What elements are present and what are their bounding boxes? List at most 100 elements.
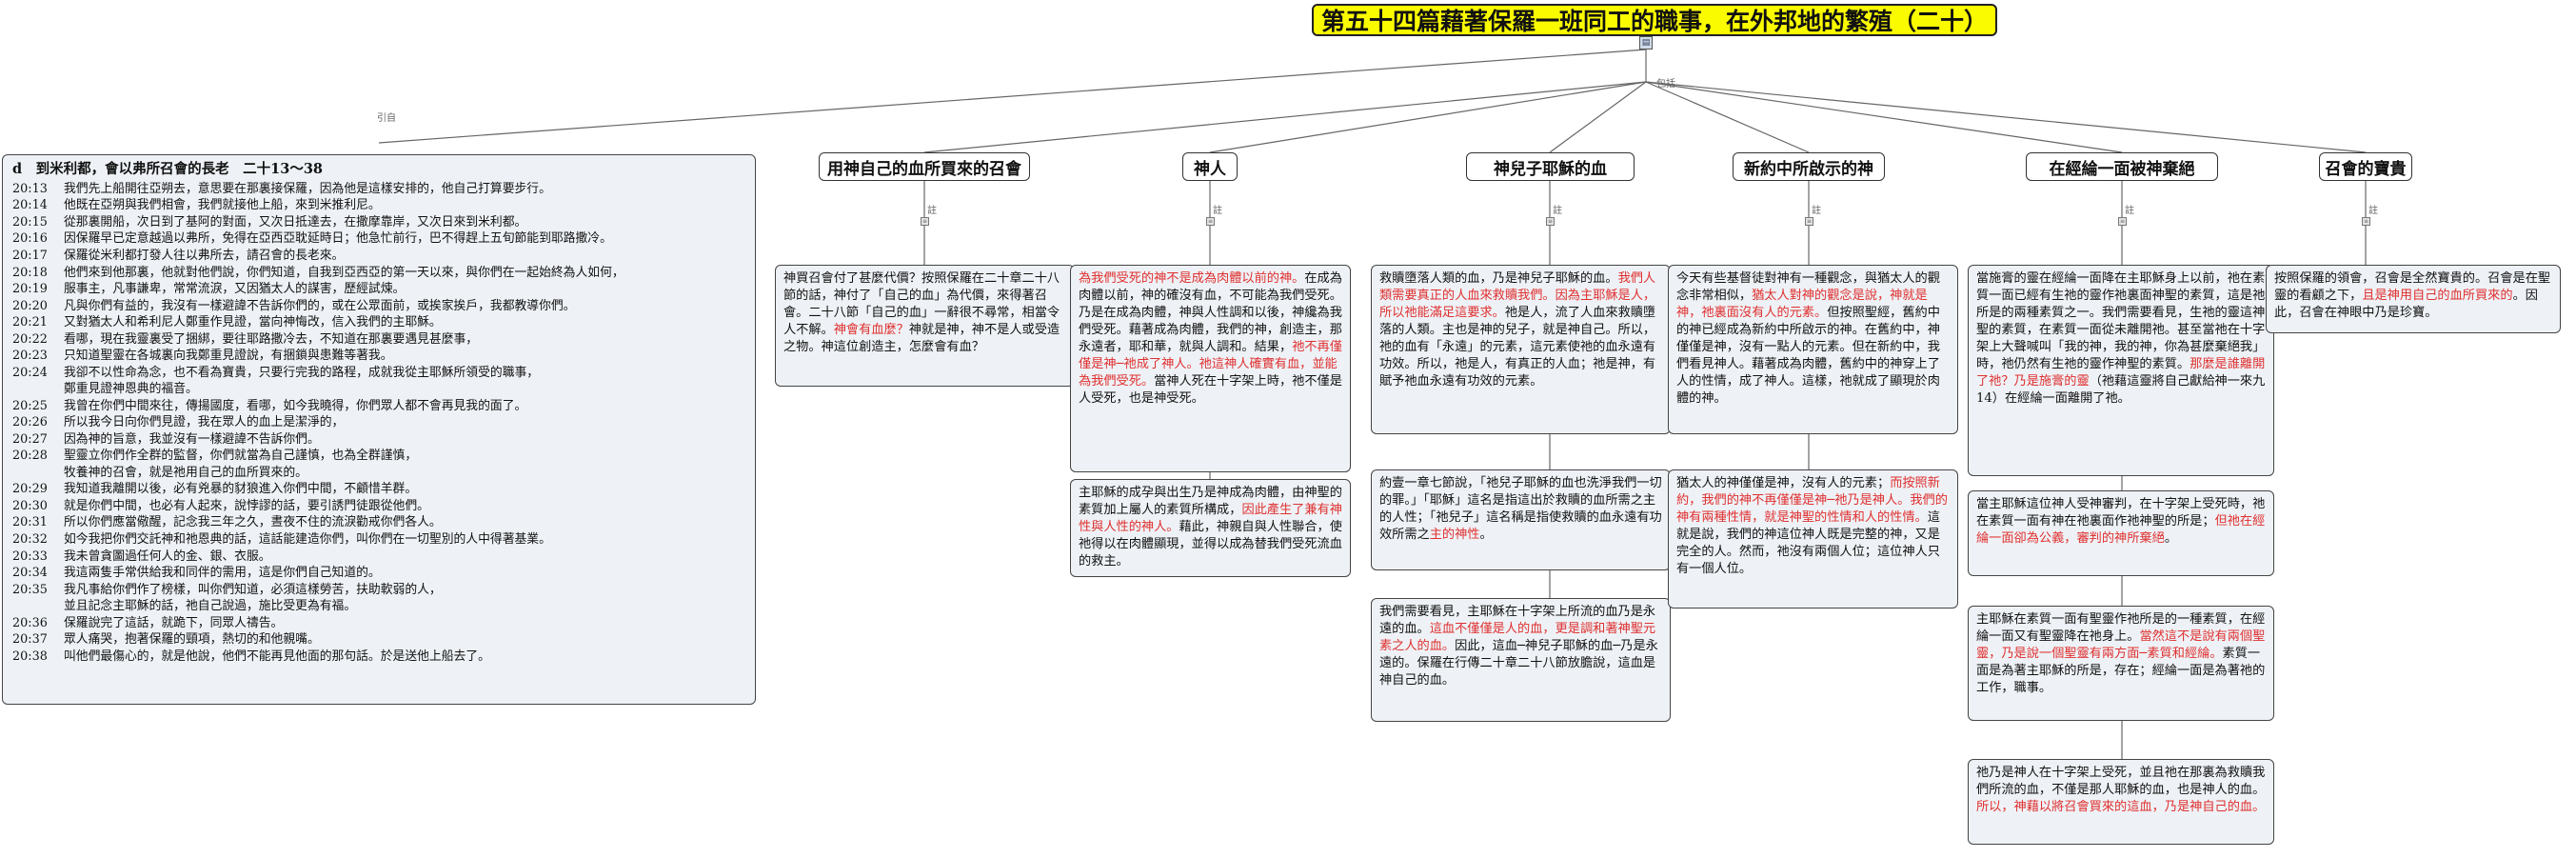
- verse-text: 又對猶太人和希利尼人鄭重作見證，當向神悔改，信入我們的主耶穌。: [64, 315, 442, 330]
- verse-text: 保羅從米利都打發人往以弗所去，請召會的長老來。: [64, 248, 345, 263]
- topic-heading[interactable]: 召會的寶貴: [2319, 152, 2412, 181]
- highlighted-text: 那麼是誰離開了祂？乃是施膏的靈: [1976, 356, 2266, 389]
- verse-text: 從那裏開船，次日到了基阿的對面，又次日抵達去，在撒摩靠岸，又次日來到米利都。: [64, 214, 527, 229]
- map-title: 第五十四篇藉著保羅一班同工的職事，在外邦地的繁殖（二十）: [1312, 4, 1997, 36]
- relation-label-note: 註: [1553, 206, 1562, 216]
- verse-line: 20:16 因保羅早已定意越過以弗所，免得在亞西亞耽延時日；他急忙前行，巴不得趕上…: [12, 230, 745, 248]
- verse-ref: 20:36: [12, 615, 48, 630]
- expand-icon[interactable]: ▤: [1639, 36, 1653, 50]
- topic-heading[interactable]: 新約中所啟示的神: [1733, 152, 1885, 181]
- verse-text: 我這兩隻手常供給我和同伴的需用，這是你們自己知道的。: [64, 566, 381, 581]
- verse-line: 20:38 叫他們最傷心的，就是他說，他們不能再見他面的那句話。於是送他上船去了。: [12, 648, 745, 666]
- verse-text: 我卻不以性命為念，也不看為寶貴，只要行完我的路程，成就我從主耶穌所領受的職事，: [64, 365, 540, 380]
- note-box: 神買召會付了甚麼代價？按照保羅在二十章二十八節的話，神付了「自己的血」為代價，來…: [775, 265, 1075, 387]
- verse-text: 看哪，現在我靈裏受了捆綁，要往耶路撒冷去，不知道在那裏要遇見甚麼事，: [64, 331, 479, 347]
- note-text: 約壹一章七節說，「祂兒子耶穌的血也洗淨我們一切的罪。」「耶穌」這名是指這出於救贖…: [1379, 476, 1662, 542]
- note-icon[interactable]: ≡: [921, 217, 929, 226]
- verse-text: 我未曾貪圖過任何人的金、銀、衣服。: [64, 549, 271, 564]
- verse-text: 凡與你們有益的，我沒有一樣避諱不告訴你們的，或在公眾面前，或挨家挨戶，我都教導你…: [64, 298, 576, 313]
- connector-to-topic: [1209, 81, 1647, 153]
- note-icon[interactable]: ≡: [2362, 217, 2370, 226]
- note-text: 神就是神，神不是人或受造之物。神這位創造主，怎麼會有血？: [783, 322, 1060, 354]
- verse-line: 20:22 看哪，現在我靈裏受了捆綁，要往耶路撒冷去，不知道在那裏要遇見甚麼事，: [12, 331, 745, 349]
- relation-label-note: 註: [2368, 206, 2378, 216]
- topic-heading[interactable]: 用神自己的血所買來的召會: [819, 152, 1030, 181]
- note-text: 。: [1479, 527, 1493, 542]
- verse-text: 聖靈立你們作全群的監督，你們就當為自己謹慎，也為全群謹慎，: [64, 449, 418, 464]
- note-box: 約壹一章七節說，「祂兒子耶穌的血也洗淨我們一切的罪。」「耶穌」這名是指這出於救贖…: [1371, 469, 1671, 570]
- relation-label-note: 註: [1812, 206, 1821, 216]
- verse-ref: 20:14: [12, 198, 48, 213]
- verse-ref: 20:23: [12, 349, 48, 364]
- note-text: （祂藉這靈將自己獻給神一來九14）在經綸一面離開了祂。: [1976, 373, 2266, 406]
- highlighted-text: 這血不僅僅是人的血，更是調和著神聖元素之人的血。: [1379, 621, 1656, 653]
- connector-to-verse: [378, 49, 1647, 144]
- note-icon[interactable]: ≡: [1206, 217, 1215, 226]
- verse-ref: 20:25: [12, 398, 48, 413]
- verse-line: 牧養神的召會，就是祂用自己的血所買來的。: [12, 465, 745, 482]
- verse-line: 20:28 聖靈立你們作全群的監督，你們就當為自己謹慎，也為全群謹慎，: [12, 448, 745, 465]
- highlighted-text: 因此產生了兼有神性與人性的神人。: [1079, 502, 1342, 534]
- verse-text: 我知道我離開以後，必有兇暴的豺狼進入你們中間，不顧惜羊群。: [64, 482, 418, 497]
- verse-ref: 20:22: [12, 331, 48, 347]
- verse-ref: 20:16: [12, 231, 48, 247]
- topic-heading[interactable]: 神人: [1182, 152, 1238, 181]
- note-icon[interactable]: ≡: [1546, 217, 1555, 226]
- connector-to-topic: [1645, 81, 2367, 153]
- note-text: 我們需要看見，主耶穌在十字架上所流的血乃是永遠的血。: [1379, 605, 1656, 636]
- verse-ref: 20:26: [12, 415, 48, 430]
- verse-line: 鄭重見證神恩典的福音。: [12, 381, 745, 398]
- relation-label-quote: 引自: [377, 113, 396, 124]
- note-box: 我們需要看見，主耶穌在十字架上所流的血乃是永遠的血。這血不僅僅是人的血，更是調和…: [1371, 598, 1671, 722]
- note-text: 神買召會付了甚麼代價？按照保羅在二十章二十八節的話，神付了「自己的血」為代價，來…: [783, 271, 1060, 337]
- verse-ref: 20:18: [12, 265, 48, 280]
- verse-text: 叫他們最傷心的，就是他說，他們不能再見他面的那句話。於是送他上船去了。: [64, 648, 490, 664]
- note-box: 今天有些基督徒對神有一種觀念，與猶太人的觀念非常相似，猶太人對神的觀念是說，神就…: [1668, 265, 1958, 434]
- topic-heading[interactable]: 在經綸一面被神棄絕: [2026, 152, 2218, 181]
- highlighted-text: 當然這不是說有兩個聖靈，乃是說一個聖靈有兩方面─素質和經綸。: [1976, 629, 2266, 661]
- note-box: 為我們受死的神不是成為肉體以前的神。在成為肉體以前，神的確沒有血，不可能為我們受…: [1070, 265, 1351, 472]
- verse-text: 眾人痛哭，抱著保羅的頸項，熱切的和他親嘴。: [64, 632, 320, 648]
- note-text: 這就是說，我們的神這位神人既是完整的神，又是完全的人。然而，祂沒有兩個人位；這位…: [1676, 509, 1940, 576]
- verse-ref: 20:27: [12, 431, 48, 447]
- verse-line: 20:24 我卻不以性命為念，也不看為寶貴，只要行完我的路程，成就我從主耶穌所領受…: [12, 365, 745, 382]
- note-box: 主耶穌的成孕與出生乃是神成為肉體，由神聖的素質加上屬人的素質所構成，因此產生了兼…: [1070, 479, 1351, 577]
- note-text: 今天有些基督徒對神有一種觀念，與猶太人的觀念非常相似，: [1676, 271, 1940, 303]
- verse-text: 所以你們應當儆醒，記念我三年之久，晝夜不住的流淚勸戒你們各人。: [64, 515, 442, 530]
- verse-ref: 20:32: [12, 532, 48, 548]
- verse-text: 鄭重見證神恩典的福音。: [64, 382, 198, 397]
- highlighted-text: 所以，神藉以將召會買來的這血，乃是神自己的血。: [1976, 799, 2266, 814]
- verse-text: 並且記念主耶穌的話，祂自己說過，施比受更為有福。: [64, 599, 357, 614]
- verse-ref: 20:38: [12, 648, 48, 664]
- verse-text: 因保羅早已定意越過以弗所，免得在亞西亞耽延時日；他急忙前行，巴不得趕上五旬節能到…: [64, 231, 612, 247]
- note-text: 當主耶穌這位神人受神審判，在十字架上受死時，祂在素質一面有神在祂裏面作祂神聖的所…: [1976, 497, 2266, 529]
- verse-ref: 20:15: [12, 214, 48, 229]
- note-icon[interactable]: ≡: [2118, 217, 2127, 226]
- note-icon[interactable]: ≡: [1805, 217, 1813, 226]
- note-text: 猶太人的神僅僅是神，沒有人的元素；: [1676, 476, 1891, 490]
- connector-to-topic: [1549, 81, 1647, 153]
- verse-ref: 20:24: [12, 365, 48, 380]
- topic-heading[interactable]: 神兒子耶穌的血: [1466, 152, 1635, 181]
- verse-line: 20:15 從那裏開船，次日到了基阿的對面，又次日抵達去，在撒摩靠岸，又次日來到米…: [12, 214, 745, 231]
- note-box: 按照保羅的領會，召會是全然寶貴的。召會是在聖靈的看顧之下，且是神用自己的血所買來…: [2266, 265, 2561, 333]
- relation-label-note: 註: [1213, 206, 1222, 216]
- verse-ref: 20:30: [12, 498, 48, 513]
- note-box: 當施膏的靈在經綸一面降在主耶穌身上以前，祂在素質一面已經有生祂的靈作祂裏面神聖的…: [1968, 265, 2274, 476]
- verse-ref: 20:28: [12, 449, 48, 464]
- verse-text: 牧養神的召會，就是祂用自己的血所買來的。: [64, 465, 307, 480]
